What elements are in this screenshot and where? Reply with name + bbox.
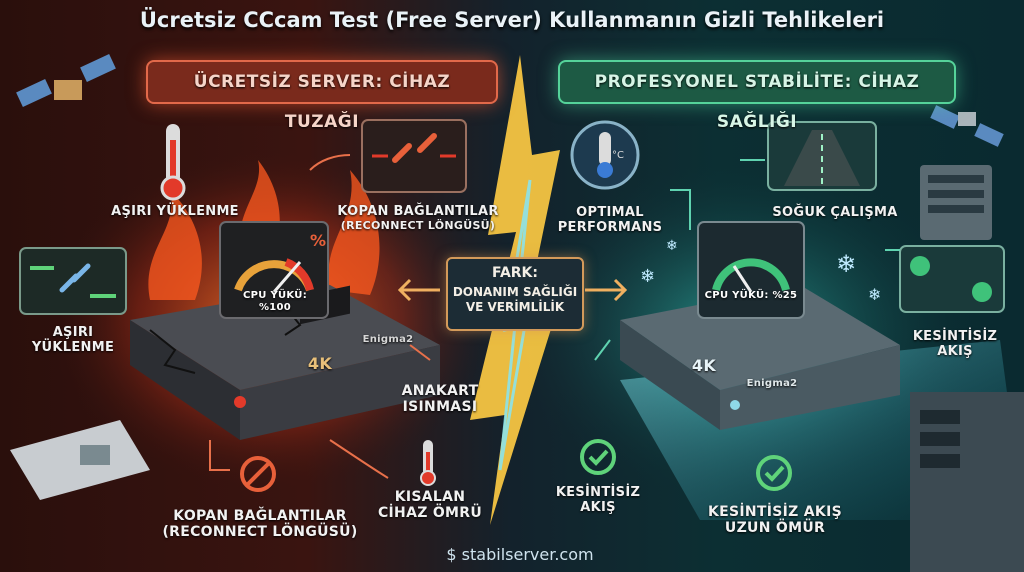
left-banner: ÜCRETSİZ SERVER: CİHAZ TUZAĞI bbox=[146, 60, 498, 132]
difference-text: DONANIM SAĞLIĞI VE VERİMLİLİK bbox=[448, 285, 582, 315]
label-broken-bottom: KOPAN BAĞLANTILAR (RECONNECT LÖNGÜSÜ) bbox=[160, 508, 360, 540]
cpu-load-cool: CPU YÜKÜ: %25 bbox=[704, 290, 798, 301]
broken-link-top-icon bbox=[361, 119, 467, 193]
thermometer-cool-icon bbox=[570, 120, 640, 190]
broken-link-left-icon bbox=[19, 247, 127, 315]
label-overload-top: AŞIRI YÜKLENME bbox=[111, 204, 239, 219]
label-line: PERFORMANS bbox=[557, 219, 663, 235]
flow-arrows bbox=[209, 154, 431, 479]
brand-hot: Enigma2 bbox=[362, 334, 414, 345]
cpu-load-hot: CPU YÜKÜ: %100 bbox=[242, 290, 308, 313]
satellite-icon-right bbox=[930, 105, 1004, 147]
svg-text:❄: ❄ bbox=[666, 238, 678, 254]
label-line: KESİNTİSİZ AKIŞ bbox=[708, 504, 842, 520]
label-line: AKIŞ bbox=[937, 343, 973, 359]
label-line: CİHAZ ÖMRÜ bbox=[377, 505, 483, 522]
label-line: KOPAN BAĞLANTILAR bbox=[173, 508, 347, 524]
brand-cool: Enigma2 bbox=[746, 378, 798, 389]
cool-arrows bbox=[594, 159, 900, 361]
cpu-gauge-hot bbox=[219, 221, 329, 319]
label-optimal: OPTIMAL PERFORMANS bbox=[550, 205, 670, 236]
svg-text:❄: ❄ bbox=[640, 266, 655, 287]
label-line: KISALAN bbox=[394, 489, 466, 505]
label-overload-left: AŞIRI YÜKLENME bbox=[14, 325, 132, 356]
svg-text:❄: ❄ bbox=[868, 285, 881, 304]
label-seamless-right: KESİNTİSİZ AKIŞ bbox=[896, 329, 1014, 360]
label-motherboard: ANAKART ISINMASI bbox=[390, 383, 490, 415]
satellite-icon-left bbox=[16, 53, 116, 108]
cool-receiver-icon bbox=[620, 285, 900, 430]
label-line: UZUN ÖMÜR bbox=[724, 520, 826, 537]
difference-line: VE VERİMLİLİK bbox=[465, 300, 565, 314]
label-broken-top: KOPAN BAĞLANTILAR (RECONNECT LÖNGÜSÜ) bbox=[328, 204, 508, 233]
label-seamless-bottom: KESİNTİSİZ AKIŞ bbox=[548, 485, 648, 516]
label-line: YÜKLENME bbox=[31, 339, 115, 355]
difference-heading: FARK: bbox=[491, 265, 539, 281]
center-arrows bbox=[397, 278, 628, 302]
label-line: ANAKART bbox=[401, 383, 479, 399]
label-lifespan: KISALAN CİHAZ ÖMRÜ bbox=[365, 489, 495, 521]
thermometer-lifespan-icon bbox=[420, 440, 436, 486]
thermometer-hot-icon bbox=[160, 124, 186, 201]
road-icon bbox=[767, 121, 877, 191]
site-name: stabilserver.com bbox=[461, 545, 594, 564]
satellite-dish-icon bbox=[10, 420, 150, 500]
svg-text:❄: ❄ bbox=[836, 250, 856, 278]
label-cool: SOĞUK ÇALIŞMA bbox=[772, 205, 898, 220]
check-icon-seamless bbox=[580, 439, 616, 475]
site-watermark: $ stabilserver.com bbox=[430, 545, 610, 564]
label-line: KESİNTİSİZ bbox=[555, 485, 641, 500]
right-banner: PROFESYONEL STABİLİTE: CİHAZ SAĞLIĞI bbox=[558, 60, 956, 132]
label-line: (RECONNECT LÖNGÜSÜ) bbox=[340, 218, 496, 232]
hot-receiver-icon bbox=[130, 285, 440, 440]
label-line: AŞIRI bbox=[52, 325, 94, 340]
cpu-gauge-cool bbox=[697, 221, 805, 319]
difference-line: DONANIM SAĞLIĞI bbox=[452, 285, 578, 299]
label-line: ISINMASI bbox=[402, 399, 478, 416]
broken-link-bottom-icon bbox=[240, 456, 276, 492]
dollar-icon: $ bbox=[446, 545, 462, 564]
server-rack-icon bbox=[910, 165, 1024, 572]
page-title: Ücretsiz CCcam Test (Free Server) Kullan… bbox=[139, 8, 885, 32]
res-badge-cool: 4K bbox=[691, 356, 717, 375]
label-line: OPTIMAL bbox=[576, 205, 644, 220]
label-line: AKIŞ bbox=[580, 499, 616, 515]
res-badge-hot: 4K bbox=[307, 354, 333, 373]
label-line: (RECONNECT LÖNGÜSÜ) bbox=[162, 524, 358, 541]
thermo-unit: °C bbox=[612, 150, 624, 161]
label-longlife: KESİNTİSİZ AKIŞ UZUN ÖMÜR bbox=[700, 504, 850, 536]
check-icon-longlife bbox=[756, 455, 792, 491]
label-line: KOPAN BAĞLANTILAR bbox=[337, 204, 499, 219]
gauge-percent-symbol: % bbox=[310, 231, 326, 250]
snowflake-icon: ❄ ❄ ❄ ❄ bbox=[640, 238, 881, 304]
seamless-road-icon bbox=[899, 245, 1005, 313]
difference-box: FARK: DONANIM SAĞLIĞI VE VERİMLİLİK bbox=[446, 257, 584, 331]
label-line: KESİNTİSİZ bbox=[912, 329, 998, 344]
